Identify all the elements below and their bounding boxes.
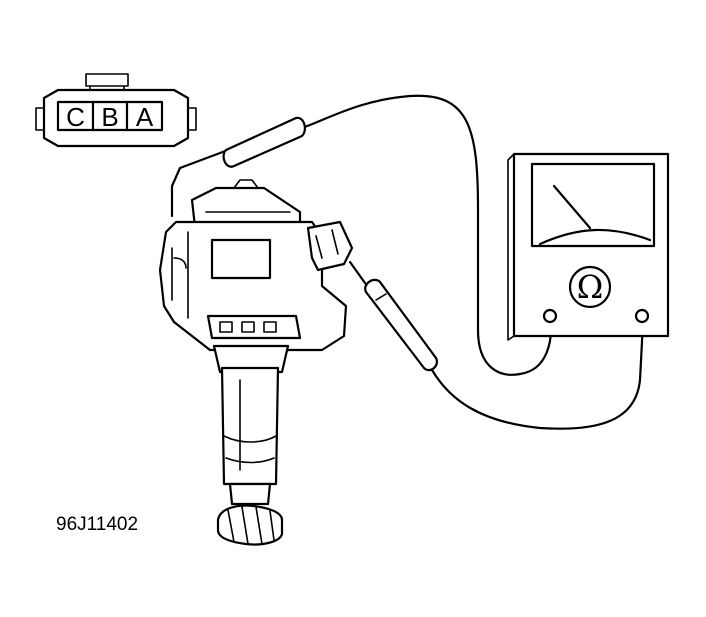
meter-needle — [552, 184, 592, 230]
ohmmeter: Ω — [507, 152, 670, 341]
probe-upper — [222, 116, 306, 168]
probe-lower — [364, 278, 438, 372]
meter-scale-arc — [538, 228, 652, 246]
meter-dial-window — [530, 162, 656, 248]
figure-code: 96J11402 — [56, 514, 138, 535]
test-leads — [170, 94, 645, 430]
ohm-symbol-ring — [568, 265, 612, 309]
pin-c-label: C — [66, 102, 85, 132]
connector-terminal-view: C B A — [35, 73, 197, 148]
ohm-symbol-label: Ω — [577, 268, 604, 306]
meter-jack-left — [542, 308, 558, 324]
distributor-body — [158, 179, 354, 546]
meter-jack-right — [634, 308, 650, 324]
pin-b-label: B — [101, 102, 118, 132]
pin-a-label: A — [136, 102, 154, 132]
